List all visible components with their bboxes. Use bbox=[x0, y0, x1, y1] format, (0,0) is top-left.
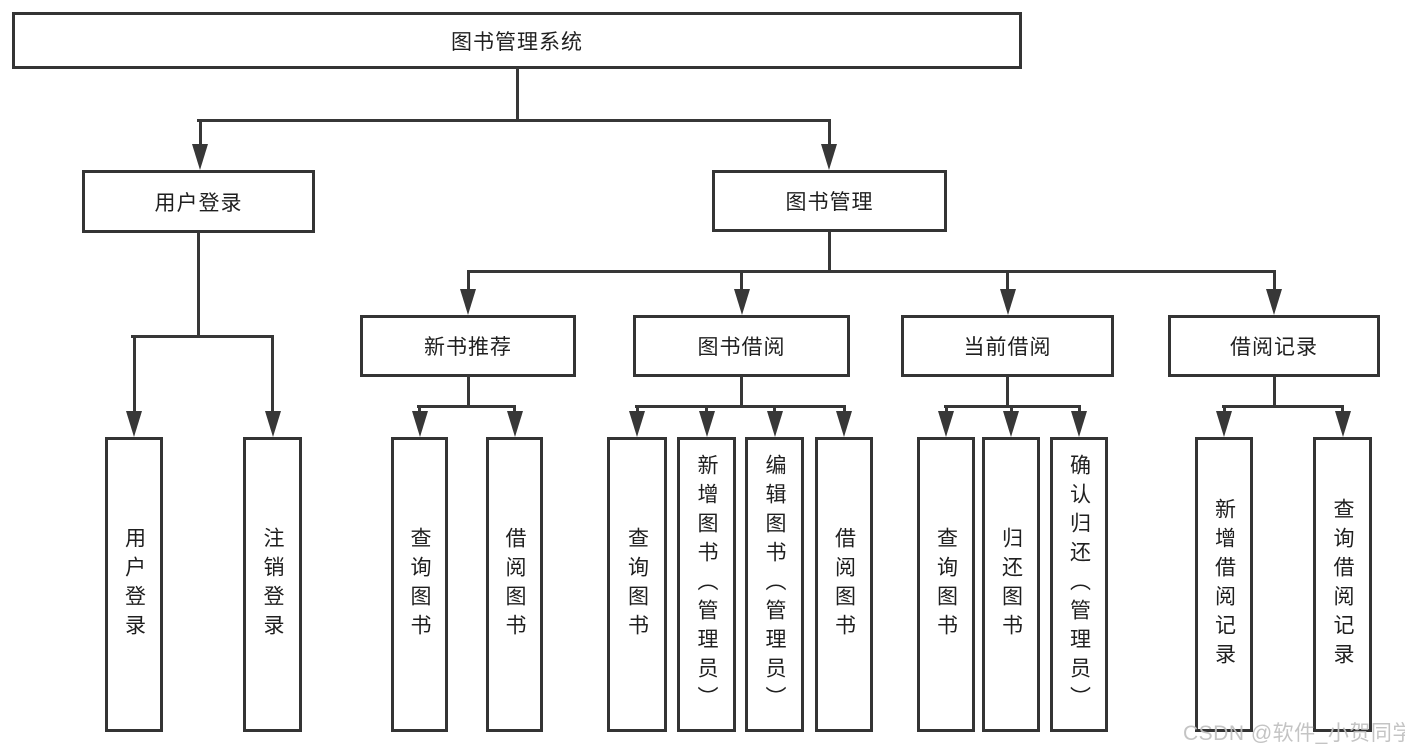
leaf-bb-borrow-book-label: 借阅图书 bbox=[832, 526, 856, 643]
connector-new-book-rail bbox=[417, 405, 516, 408]
leaf-nb-query-book: 查询图书 bbox=[391, 437, 448, 732]
connector-level1-rail bbox=[197, 119, 831, 122]
arrow-down-icon bbox=[767, 411, 783, 437]
connector-arrow-stem bbox=[773, 405, 776, 414]
arrow-down-icon bbox=[1266, 289, 1282, 315]
arrow-down-icon bbox=[126, 411, 142, 437]
csdn-watermark: CSDN @软件_小贺同学 bbox=[1183, 722, 1405, 745]
node-book-borrow: 图书借阅 bbox=[633, 315, 850, 377]
node-book-mgmt: 图书管理 bbox=[712, 170, 947, 232]
connector-root-stem bbox=[515, 67, 519, 121]
connector-user-login-rail bbox=[131, 335, 274, 338]
leaf-cb-query-book-label: 查询图书 bbox=[934, 526, 958, 643]
arrow-down-icon bbox=[1003, 411, 1019, 437]
connector-user-login-stem bbox=[197, 232, 200, 336]
connector-arrow-stem bbox=[132, 335, 136, 413]
arrow-down-icon bbox=[629, 411, 645, 437]
node-new-book-label: 新书推荐 bbox=[424, 336, 512, 359]
leaf-br-add-record-label: 新增借阅记录 bbox=[1212, 497, 1236, 672]
node-borrow-record: 借阅记录 bbox=[1168, 315, 1380, 377]
leaf-bb-edit-book: 编辑图书（管理员） bbox=[745, 437, 804, 732]
connector-current-borrow-stem bbox=[1006, 376, 1009, 407]
connector-new-book-stem bbox=[466, 376, 470, 407]
connector-arrow-stem bbox=[271, 335, 274, 413]
connector-arrow-stem bbox=[827, 119, 831, 146]
leaf-cb-return-book-label: 归还图书 bbox=[999, 526, 1023, 643]
connector-arrow-stem bbox=[513, 405, 516, 414]
leaf-nb-borrow-book-label: 借阅图书 bbox=[503, 526, 526, 643]
leaf-logout: 注销登录 bbox=[243, 437, 302, 732]
node-current-borrow-label: 当前借阅 bbox=[963, 336, 1052, 359]
leaf-bb-query-book-label: 查询图书 bbox=[625, 526, 649, 643]
leaf-user-login: 用户登录 bbox=[105, 437, 163, 732]
connector-arrow-stem bbox=[842, 405, 846, 414]
leaf-bb-add-book: 新增图书（管理员） bbox=[677, 437, 736, 732]
leaf-nb-query-book-label: 查询图书 bbox=[408, 526, 431, 643]
node-root-label: 图书管理系统 bbox=[451, 30, 583, 54]
node-book-mgmt-label: 图书管理 bbox=[785, 191, 874, 214]
node-root: 图书管理系统 bbox=[12, 12, 1022, 69]
arrow-down-icon bbox=[836, 411, 852, 437]
connector-arrow-stem bbox=[1222, 405, 1226, 414]
leaf-cb-query-book: 查询图书 bbox=[917, 437, 975, 732]
arrow-down-icon bbox=[821, 144, 837, 170]
connector-arrow-stem bbox=[466, 270, 470, 293]
connector-arrow-stem bbox=[198, 119, 202, 146]
connector-arrow-stem bbox=[705, 405, 708, 414]
node-borrow-record-label: 借阅记录 bbox=[1230, 336, 1318, 359]
connector-borrow-record-stem bbox=[1272, 376, 1276, 407]
arrow-down-icon bbox=[1216, 411, 1232, 437]
leaf-nb-borrow-book: 借阅图书 bbox=[486, 437, 543, 732]
leaf-cb-confirm-return: 确认归还（管理员） bbox=[1050, 437, 1108, 732]
connector-arrow-stem bbox=[1272, 270, 1276, 293]
node-book-borrow-label: 图书借阅 bbox=[697, 336, 786, 359]
leaf-cb-return-book: 归还图书 bbox=[982, 437, 1040, 732]
leaf-bb-query-book: 查询图书 bbox=[607, 437, 667, 732]
node-user-login: 用户登录 bbox=[82, 170, 315, 233]
arrow-down-icon bbox=[734, 289, 750, 315]
leaf-bb-add-book-label: 新增图书（管理员） bbox=[695, 454, 718, 715]
connector-borrow-record-rail bbox=[1221, 405, 1344, 408]
leaf-bb-borrow-book: 借阅图书 bbox=[815, 437, 873, 732]
arrow-down-icon bbox=[1000, 289, 1016, 315]
connector-arrow-stem bbox=[944, 405, 948, 414]
node-user-login-label: 用户登录 bbox=[154, 191, 243, 215]
node-current-borrow: 当前借阅 bbox=[901, 315, 1114, 377]
arrow-down-icon bbox=[938, 411, 954, 437]
leaf-br-query-record-label: 查询借阅记录 bbox=[1331, 497, 1354, 672]
connector-level2-rail bbox=[466, 270, 1276, 273]
arrow-down-icon bbox=[1071, 411, 1087, 437]
leaf-cb-confirm-return-label: 确认归还（管理员） bbox=[1067, 454, 1091, 715]
connector-arrow-stem bbox=[1077, 405, 1081, 414]
connector-book-mgmt-stem bbox=[828, 231, 831, 272]
node-new-book: 新书推荐 bbox=[360, 315, 576, 377]
leaf-bb-edit-book-label: 编辑图书（管理员） bbox=[763, 454, 786, 715]
leaf-br-query-record: 查询借阅记录 bbox=[1313, 437, 1372, 732]
leaf-br-add-record: 新增借阅记录 bbox=[1195, 437, 1253, 732]
arrow-down-icon bbox=[412, 411, 428, 437]
connector-arrow-stem bbox=[740, 270, 743, 293]
connector-arrow-stem bbox=[1341, 405, 1344, 414]
leaf-logout-label: 注销登录 bbox=[261, 526, 284, 643]
leaf-user-login-label: 用户登录 bbox=[122, 526, 146, 643]
arrow-down-icon bbox=[265, 411, 281, 437]
connector-arrow-stem bbox=[418, 405, 421, 414]
arrow-down-icon bbox=[507, 411, 523, 437]
connector-arrow-stem bbox=[1006, 270, 1009, 293]
arrow-down-icon bbox=[192, 144, 208, 170]
connector-book-borrow-stem bbox=[740, 376, 743, 407]
arrow-down-icon bbox=[460, 289, 476, 315]
connector-arrow-stem bbox=[635, 405, 639, 414]
arrow-down-icon bbox=[699, 411, 715, 437]
arrow-down-icon bbox=[1335, 411, 1351, 437]
connector-book-borrow-rail bbox=[634, 405, 846, 408]
connector-arrow-stem bbox=[1009, 405, 1013, 414]
